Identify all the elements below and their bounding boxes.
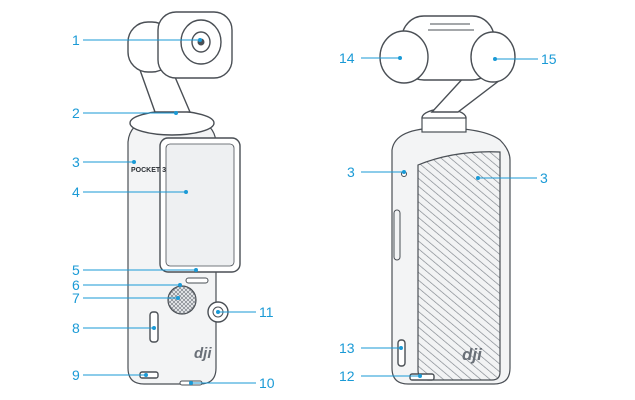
callout-12: 12 bbox=[339, 368, 355, 384]
callout-3-side: 3 bbox=[347, 164, 355, 180]
model-text: POCKET 3 bbox=[131, 167, 166, 174]
back-lens-cover bbox=[379, 30, 429, 84]
back-side-port bbox=[397, 339, 406, 367]
callout-15: 15 bbox=[541, 51, 557, 67]
callout-3-back: 3 bbox=[540, 170, 548, 186]
front-neck-ring bbox=[129, 110, 215, 136]
status-light bbox=[185, 277, 209, 284]
callout-9: 9 bbox=[72, 367, 80, 383]
front-logo: dji bbox=[194, 345, 212, 362]
callout-leaders bbox=[83, 38, 538, 385]
callout-10: 10 bbox=[259, 375, 275, 391]
callout-7: 7 bbox=[72, 290, 80, 306]
microphone-mesh bbox=[167, 285, 197, 315]
callout-8: 8 bbox=[72, 320, 80, 336]
callout-4: 4 bbox=[72, 184, 80, 200]
callout-13: 13 bbox=[339, 340, 355, 356]
back-grip bbox=[417, 151, 501, 381]
callout-14: 14 bbox=[339, 50, 355, 66]
front-view: POCKET 3 dji bbox=[127, 11, 241, 386]
back-view: dji bbox=[379, 15, 516, 385]
back-logo: dji bbox=[462, 345, 483, 364]
back-motor-cover bbox=[470, 31, 516, 83]
callout-1: 1 bbox=[72, 32, 80, 48]
callout-2: 2 bbox=[72, 105, 80, 121]
callout-6: 6 bbox=[72, 277, 80, 293]
back-bottom-port bbox=[409, 373, 435, 381]
callout-5: 5 bbox=[72, 262, 80, 278]
callout-11: 11 bbox=[259, 304, 274, 320]
callout-3-front: 3 bbox=[72, 154, 80, 170]
